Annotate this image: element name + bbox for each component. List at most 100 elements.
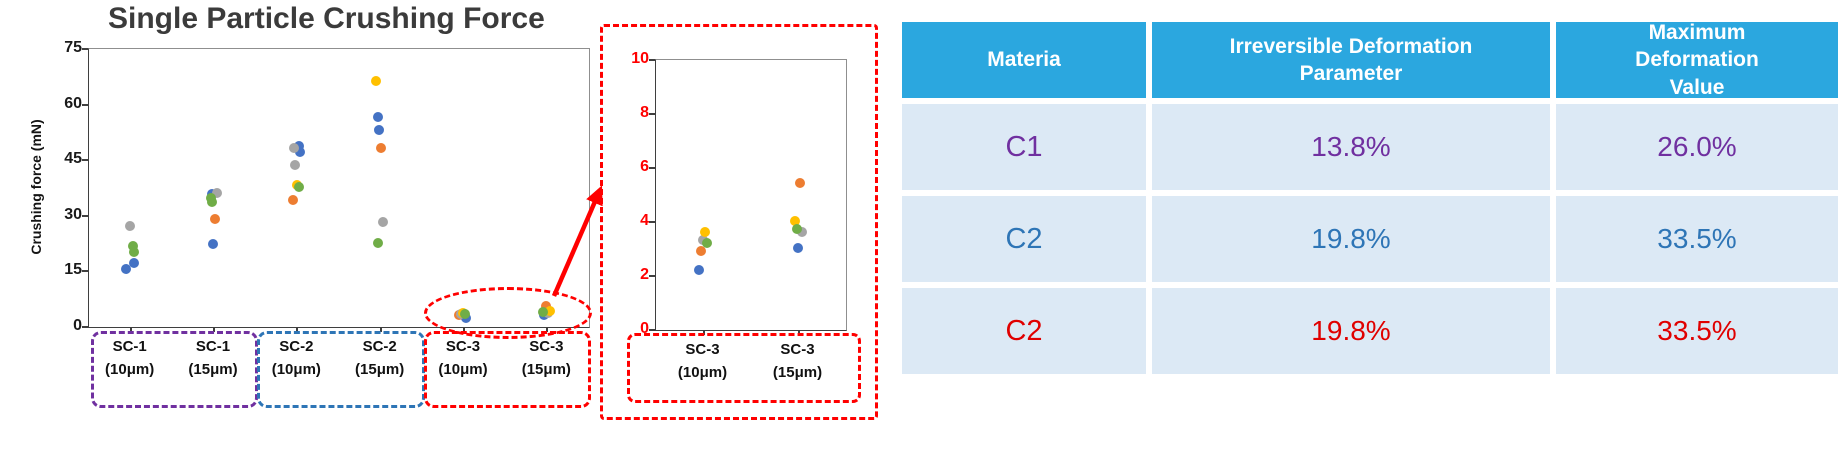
x-category-label-line: (15μm) xyxy=(188,361,238,378)
y-tick-mark xyxy=(82,159,88,162)
data-point-series-gray xyxy=(377,217,388,228)
x-category-label: SC-2 (15μm) xyxy=(335,335,425,381)
table-header-cell: Irreversible Deformation Parameter xyxy=(1152,22,1550,98)
x-category-label-line: (15μm) xyxy=(355,361,405,378)
table-cell-irreversible: 19.8% xyxy=(1152,288,1550,374)
table-cell-irreversible: 13.8% xyxy=(1152,104,1550,190)
data-point-series-blue xyxy=(693,264,704,275)
x-category-label-line: (10μm) xyxy=(105,361,155,378)
crushing-force-chart: Single Particle Crushing Force Crushing … xyxy=(0,0,603,476)
x-category-label-line: SC-3 xyxy=(780,341,815,358)
group-box-sc2 xyxy=(257,331,425,408)
table-cell-maximum: 33.5% xyxy=(1556,196,1838,282)
y-tick-label: 8 xyxy=(640,104,649,121)
data-point-series-blue xyxy=(120,263,131,274)
y-tick-label: 0 xyxy=(640,320,649,337)
y-axis-title: Crushing force (mN) xyxy=(28,119,44,255)
x-category-label: SC-3 (10μm) xyxy=(418,335,508,381)
y-tick-mark xyxy=(82,48,88,50)
y-tick-label: 30 xyxy=(64,205,82,223)
data-point-series-yellow xyxy=(789,216,800,226)
x-category-label-line: SC-3 xyxy=(685,341,720,358)
y-tick-mark xyxy=(649,221,655,223)
y-tick-mark xyxy=(82,326,88,328)
table-cell-material: C2 xyxy=(902,288,1146,374)
zoom-highlight-ellipse xyxy=(424,287,592,339)
x-tick-mark xyxy=(702,329,705,335)
inset-label-box xyxy=(627,333,861,403)
y-tick-label: 0 xyxy=(73,317,82,334)
x-category-label-line: SC-3 xyxy=(445,338,481,355)
x-category-label-line: (10μm) xyxy=(438,361,488,378)
data-point-series-blue xyxy=(294,141,305,152)
main-plot-area xyxy=(88,48,590,328)
y-tick-label: 6 xyxy=(640,158,649,175)
data-point-series-blue xyxy=(373,124,384,135)
y-tick-mark xyxy=(82,270,88,273)
data-point-series-blue xyxy=(372,111,383,122)
data-point-series-gray xyxy=(289,143,300,154)
x-category-label: SC-2 (10μm) xyxy=(251,335,341,381)
y-tick-label: 45 xyxy=(64,150,82,168)
data-point-series-gray xyxy=(212,187,222,198)
data-point-series-blue xyxy=(792,243,803,253)
y-tick-mark xyxy=(82,214,88,217)
table-header-cell: Maximum Deformation Value xyxy=(1556,21,1838,99)
table-cell-maximum: 33.5% xyxy=(1556,288,1838,374)
x-category-label: SC-3 (15μm) xyxy=(753,338,843,384)
data-point-series-green xyxy=(372,237,383,248)
x-category-label: SC-3(10μm) xyxy=(658,338,748,384)
table-cell-maximum: 26.0% xyxy=(1556,104,1838,190)
y-tick-label: 2 xyxy=(640,266,649,283)
y-tick-mark xyxy=(649,113,655,115)
x-category-label-line: SC-1 xyxy=(195,338,231,355)
data-point-series-green xyxy=(206,193,216,204)
data-point-series-gray xyxy=(796,226,807,237)
data-point-series-blue xyxy=(128,257,139,268)
x-tick-mark xyxy=(379,326,382,332)
data-point-series-green xyxy=(128,246,139,257)
x-tick-mark xyxy=(296,326,299,332)
data-point-series-orange xyxy=(794,178,805,189)
group-box-sc1 xyxy=(90,331,258,408)
data-point-series-green xyxy=(701,237,712,248)
table-cell-material: C1 xyxy=(902,104,1146,190)
inset-plot-area xyxy=(655,59,847,331)
x-category-label: SC-1 (10μm) xyxy=(85,335,175,381)
x-category-label: SC-1 (15μm) xyxy=(168,335,258,381)
zoom-arrow-icon xyxy=(551,185,603,297)
data-point-series-green xyxy=(294,182,305,192)
y-tick-mark xyxy=(649,275,655,277)
chart-title: Single Particle Crushing Force xyxy=(108,2,545,35)
table-cell-material: C2 xyxy=(902,196,1146,282)
y-tick-label: 75 xyxy=(64,39,82,56)
x-tick-mark xyxy=(129,326,132,332)
table-header-cell: Materia xyxy=(902,22,1146,98)
data-point-series-orange xyxy=(210,213,220,224)
data-point-series-gray xyxy=(290,159,301,170)
data-point-series-green xyxy=(127,241,138,252)
y-tick-label: 10 xyxy=(631,50,649,67)
x-category-label-line: SC-2 xyxy=(362,338,397,355)
x-tick-mark xyxy=(213,326,215,332)
x-category-label-line: (15μm) xyxy=(772,364,823,381)
data-point-series-green xyxy=(791,224,802,235)
y-tick-mark xyxy=(649,167,655,169)
y-tick-mark xyxy=(649,59,655,61)
x-category-label-line: SC-3 xyxy=(529,338,564,355)
x-category-label-line: SC-1 xyxy=(112,338,147,355)
x-category-label-line: (10μm) xyxy=(271,361,321,378)
data-point-series-orange xyxy=(288,194,299,205)
data-point-series-gray xyxy=(124,220,135,231)
x-category-label: SC-3(15μm) xyxy=(501,335,591,381)
x-tick-mark xyxy=(797,329,800,335)
data-point-series-yellow xyxy=(699,226,710,237)
y-tick-mark xyxy=(649,329,655,331)
data-point-series-orange xyxy=(375,143,386,154)
y-tick-label: 60 xyxy=(64,94,82,112)
x-category-label-line: SC-2 xyxy=(279,338,314,355)
y-tick-label: 4 xyxy=(640,212,649,229)
